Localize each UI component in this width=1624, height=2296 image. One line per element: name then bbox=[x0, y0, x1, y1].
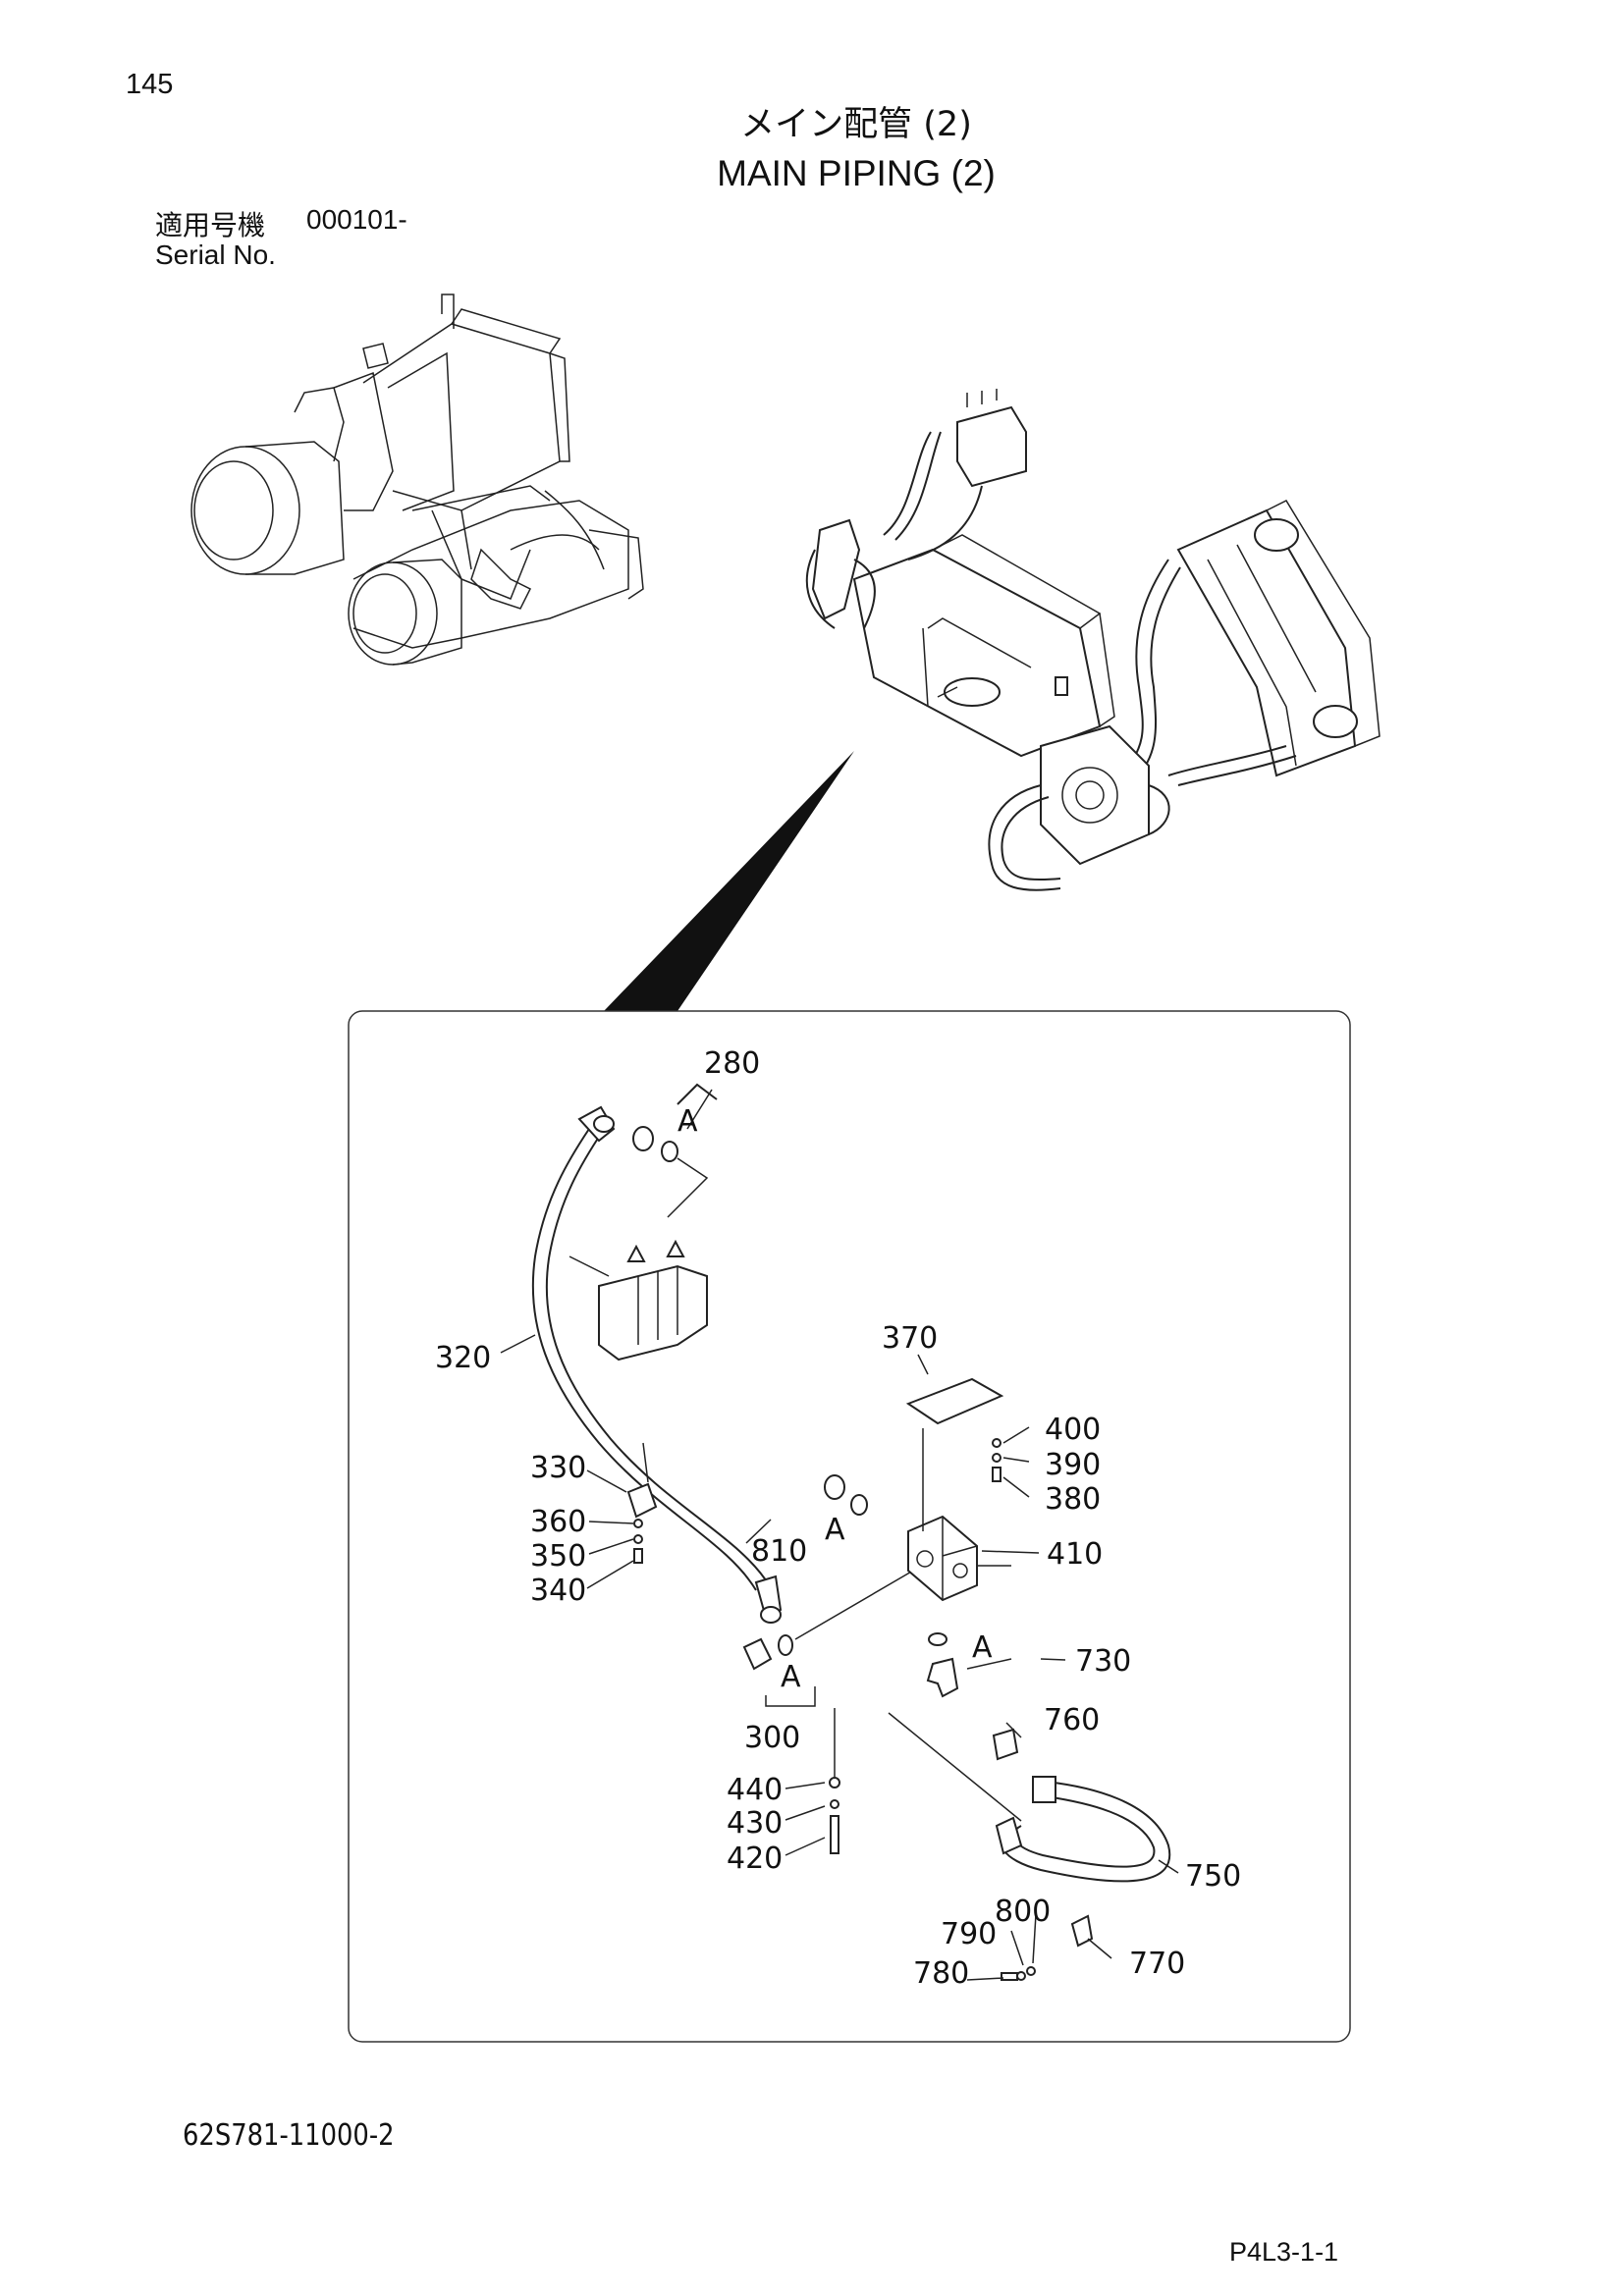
fitting-280 bbox=[632, 1083, 718, 1218]
bolts-380-400 bbox=[992, 1438, 1001, 1482]
bolts-420-440 bbox=[829, 1708, 840, 1854]
detail-marker-a-280: A bbox=[677, 1104, 698, 1139]
callout-380: 380 bbox=[1045, 1482, 1101, 1517]
elbow-730 bbox=[926, 1632, 1012, 1698]
serial-label-english: Serial No. bbox=[155, 240, 276, 270]
fitting-810-300 bbox=[742, 1474, 914, 1671]
callout-780: 780 bbox=[913, 1956, 969, 1991]
callout-labels: 280 320 330 360 350 340 300 810 370 400 … bbox=[435, 1046, 1241, 1991]
page-title-english: MAIN PIPING (2) bbox=[717, 153, 996, 193]
view-pointer-wedge bbox=[604, 751, 854, 1011]
callout-320: 320 bbox=[435, 1341, 491, 1375]
callout-440: 440 bbox=[727, 1773, 783, 1807]
callout-300: 300 bbox=[744, 1721, 800, 1755]
control-valve bbox=[568, 1239, 708, 1362]
serial-number-range: 000101- bbox=[306, 204, 407, 235]
detail-frame bbox=[348, 1010, 1351, 2043]
detail-marker-a-810: A bbox=[825, 1513, 845, 1547]
plate-370 bbox=[905, 1354, 1004, 1531]
serial-label-japanese: 適用号機 bbox=[155, 209, 266, 241]
callout-410: 410 bbox=[1047, 1537, 1103, 1572]
page-title-japanese: メイン配管 (2) bbox=[740, 105, 972, 144]
callout-330: 330 bbox=[530, 1451, 586, 1485]
drawing-number: 62S781-11000-2 bbox=[183, 2118, 395, 2153]
hose-320 bbox=[531, 1105, 783, 1624]
callout-790: 790 bbox=[941, 1917, 997, 1951]
callout-370: 370 bbox=[882, 1321, 938, 1356]
callout-730: 730 bbox=[1075, 1644, 1131, 1679]
machine-overview-sketch bbox=[190, 294, 644, 666]
callout-340: 340 bbox=[530, 1574, 586, 1608]
leader-lines bbox=[500, 1089, 1179, 1981]
hose-750 bbox=[888, 1712, 1171, 1883]
callout-750: 750 bbox=[1185, 1859, 1241, 1894]
piping-assembly-sketch bbox=[805, 389, 1380, 891]
callout-770: 770 bbox=[1129, 1947, 1185, 1981]
callout-390: 390 bbox=[1045, 1448, 1101, 1482]
callout-420: 420 bbox=[727, 1842, 783, 1876]
callout-350: 350 bbox=[530, 1539, 586, 1574]
detail-marker-a-730: A bbox=[972, 1630, 993, 1665]
callout-430: 430 bbox=[727, 1806, 783, 1841]
callout-280: 280 bbox=[704, 1046, 760, 1081]
clamp-parts-left bbox=[626, 1442, 658, 1564]
manifold-block-410 bbox=[907, 1515, 1011, 1602]
callout-800: 800 bbox=[995, 1895, 1051, 1929]
callout-400: 400 bbox=[1045, 1413, 1101, 1447]
callout-760: 760 bbox=[1044, 1703, 1100, 1737]
page-code: P4L3-1-1 bbox=[1229, 2237, 1339, 2267]
page-number: 145 bbox=[126, 69, 174, 100]
clamp-parts-right bbox=[1001, 1914, 1094, 1981]
detail-marker-a-300: A bbox=[781, 1660, 801, 1694]
detail-markers: A A A A bbox=[677, 1104, 993, 1694]
callout-810: 810 bbox=[751, 1534, 807, 1569]
callout-360: 360 bbox=[530, 1505, 586, 1539]
